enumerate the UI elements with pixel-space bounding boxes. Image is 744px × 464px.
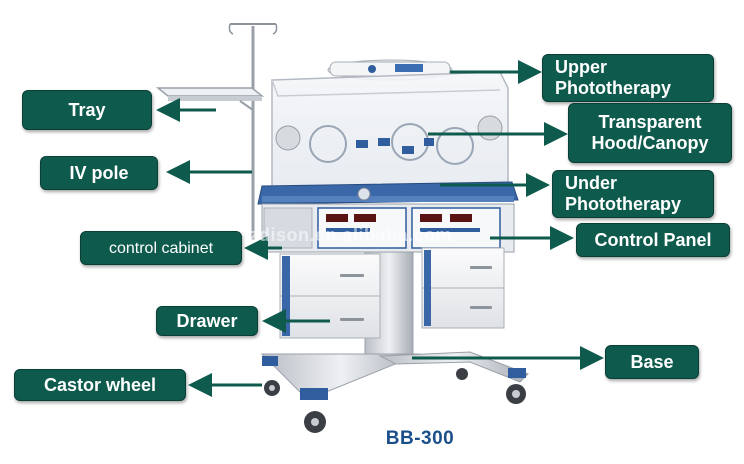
label-upper-phototherapy: Upper Phototherapy — [542, 54, 714, 102]
label-control-panel: Control Panel — [576, 223, 730, 257]
watermark: zzdison.en.alibaba.com — [240, 225, 453, 245]
label-transparent-hood: Transparent Hood/Canopy — [568, 103, 732, 163]
label-control-cabinet: control cabinet — [80, 231, 242, 265]
label-iv-pole: IV pole — [40, 156, 158, 190]
label-drawer: Drawer — [156, 306, 258, 336]
castor-wheels — [264, 368, 526, 433]
tray — [155, 87, 265, 111]
label-base: Base — [605, 345, 699, 379]
iv-pole — [228, 23, 278, 240]
label-under-phototherapy: Under Phototherapy — [552, 170, 714, 218]
control-cabinet-body — [261, 203, 515, 253]
callout-arrows — [156, 60, 604, 397]
under-phototherapy-base — [257, 181, 519, 205]
drawers — [279, 247, 505, 339]
label-castor-wheel: Castor wheel — [14, 369, 186, 401]
transparent-hood — [271, 71, 509, 191]
model-name: BB-300 — [385, 428, 455, 449]
label-tray: Tray — [22, 90, 152, 130]
